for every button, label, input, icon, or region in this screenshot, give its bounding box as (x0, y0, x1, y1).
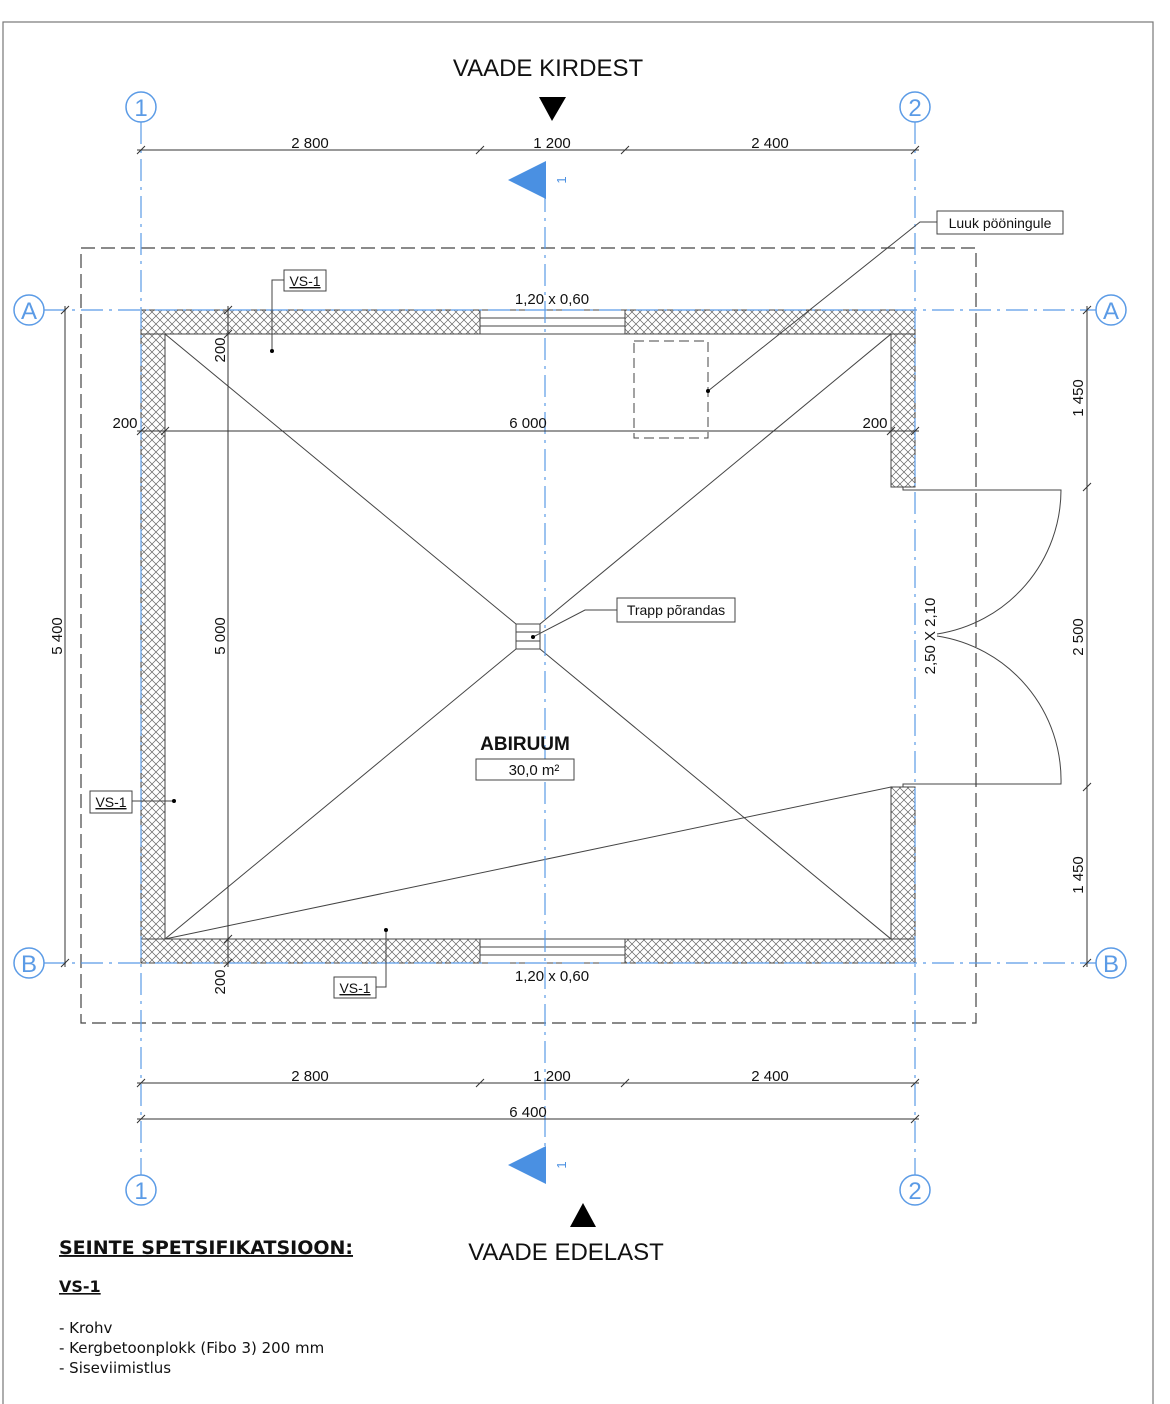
svg-text:1: 1 (134, 95, 147, 122)
section-marker-bottom: 1 (508, 1146, 569, 1184)
spec-heading: SEINTE SPETSIFIKATSIOON: (59, 1237, 353, 1259)
room-area-box (475, 758, 575, 781)
dim-right-1: 1 450 (1070, 379, 1087, 417)
window-bottom (479, 938, 626, 964)
dim-interior-right-wall: 200 (862, 415, 887, 432)
dim-bottom-1: 2 800 (291, 1068, 329, 1085)
grid-bubble-1-bottom: 1 (125, 1174, 157, 1206)
dim-top-3: 2 400 (751, 135, 789, 152)
slope-lines (164, 333, 892, 940)
attic-hatch (633, 340, 709, 439)
dim-interior-width: 6 000 (509, 415, 547, 432)
dim-bottom-2: 1 200 (533, 1068, 571, 1085)
svg-text:Trapp põrandas: Trapp põrandas (627, 602, 725, 618)
grid-bubble-B-left: B (13, 947, 45, 979)
tag-wall-left: VS-1 (89, 790, 176, 814)
tag-wall-top: VS-1 (270, 269, 327, 353)
svg-text:VS-1: VS-1 (95, 794, 126, 810)
spec-type: VS-1 (59, 1277, 101, 1296)
sheet-border (2, 21, 1154, 1404)
dim-total-width: 6 400 (509, 1104, 547, 1121)
dim-bottom-3: 2 400 (751, 1068, 789, 1085)
dim-wall-top: 200 (212, 337, 229, 362)
door-size: 2,50 X 2,10 (922, 598, 939, 675)
svg-text:2: 2 (908, 95, 921, 122)
tag-wall-bottom: VS-1 (333, 928, 388, 999)
room-area: 30,0 m² (509, 762, 560, 779)
svg-text:B: B (1103, 951, 1119, 978)
grid-bubble-B-right: B (1095, 947, 1127, 979)
grid-bubble-A-right: A (1095, 294, 1127, 326)
svg-text:VS-1: VS-1 (289, 273, 320, 289)
section-marker-top: 1 (508, 161, 569, 199)
spec-layer: - Krohv (59, 1319, 113, 1337)
dimension-lines (60, 145, 1092, 1124)
svg-text:B: B (21, 951, 37, 978)
svg-text:A: A (1103, 298, 1119, 325)
tag-floor-drain: Trapp põrandas (531, 597, 736, 639)
view-arrow-up-icon (570, 1203, 596, 1227)
spec-layer: - Kergbetoonplokk (Fibo 3) 200 mm (59, 1339, 324, 1357)
svg-text:2: 2 (908, 1178, 921, 1205)
svg-text:A: A (21, 298, 37, 325)
window-top-size: 1,20 x 0,60 (515, 291, 589, 308)
spec-layer: - Siseviimistlus (59, 1359, 171, 1377)
grid-bubble-A-left: A (13, 294, 45, 326)
view-label-top: VAADE KIRDEST (453, 55, 644, 82)
grid-bubble-2-bottom: 2 (899, 1174, 931, 1206)
window-top (479, 309, 626, 335)
svg-text:1: 1 (554, 176, 569, 183)
svg-text:VS-1: VS-1 (339, 980, 370, 996)
floor-drain (515, 623, 541, 650)
dim-left-total: 5 400 (49, 617, 66, 655)
dim-top-1: 2 800 (291, 135, 329, 152)
view-arrow-down-icon (539, 97, 566, 121)
roof-outline (80, 247, 977, 1024)
walls (140, 309, 916, 964)
dim-inner-height: 5 000 (212, 617, 229, 655)
grid-bubble-2-top: 2 (899, 91, 931, 123)
tag-attic-hatch: Luuk pööningule (706, 210, 1064, 393)
svg-text:1: 1 (134, 1178, 147, 1205)
dim-right-2: 2 500 (1070, 618, 1087, 656)
dim-right-3: 1 450 (1070, 856, 1087, 894)
dim-wall-bottom: 200 (212, 969, 229, 994)
dim-top-2: 1 200 (533, 135, 571, 152)
svg-text:Luuk pööningule: Luuk pööningule (949, 215, 1052, 231)
grid-lines (44, 122, 1096, 1175)
view-label-bottom: VAADE EDELAST (468, 1239, 664, 1266)
double-door (902, 487, 1062, 787)
dim-interior-left-wall: 200 (112, 415, 137, 432)
room-name: ABIRUUM (480, 734, 570, 755)
window-bottom-size: 1,20 x 0,60 (515, 968, 589, 985)
grid-bubble-1-top: 1 (125, 91, 157, 123)
svg-text:1: 1 (554, 1161, 569, 1168)
